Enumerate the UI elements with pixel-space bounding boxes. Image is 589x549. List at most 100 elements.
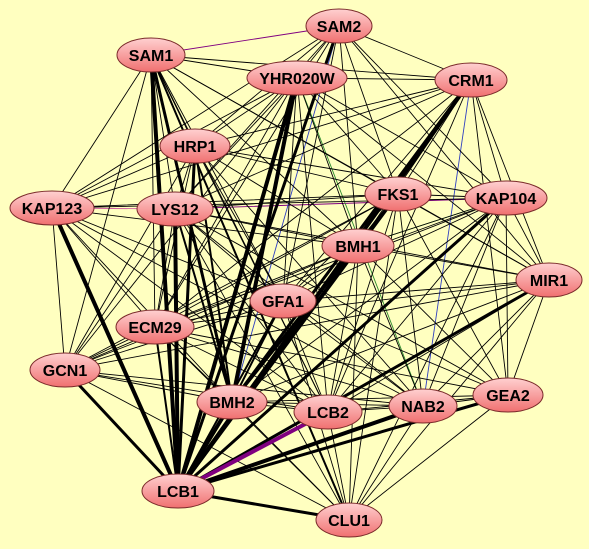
- node-fks1[interactable]: FKS1: [364, 176, 432, 212]
- node-shape: [116, 37, 186, 73]
- node-shape: [305, 8, 373, 44]
- edge-mir1-bmh2: [231, 279, 550, 403]
- edge-crm1-lcb2: [327, 79, 472, 413]
- edge-kap104-bmh2: [231, 197, 507, 403]
- edge-mir1-lcb1: [176, 278, 551, 493]
- node-mir1[interactable]: MIR1: [515, 262, 583, 298]
- node-sam2[interactable]: SAM2: [305, 8, 373, 44]
- edge-mir1-nab2: [422, 279, 550, 407]
- edge-lys12-gcn1: [64, 208, 176, 371]
- edge-kap123-bmh1: [51, 207, 359, 247]
- node-label: LYS12: [151, 202, 199, 219]
- node-crm1[interactable]: CRM1: [434, 62, 508, 98]
- node-shape: [315, 502, 383, 538]
- node-label: BMH1: [335, 239, 380, 256]
- node-shape: [9, 190, 95, 226]
- edge-kap123-nab2: [51, 207, 424, 407]
- edge-kap104-nab2: [422, 197, 507, 407]
- edge-yhr020w-gfa1: [282, 77, 298, 302]
- node-shape: [464, 180, 548, 216]
- edge-sam1-lcb1: [149, 53, 180, 493]
- node-label: BMH2: [209, 395, 254, 412]
- edge-sam1-bmh1: [150, 54, 359, 247]
- edge-sam2-lcb1: [176, 24, 341, 493]
- edge-sam1-kap123: [51, 54, 152, 209]
- edge-bmh1-clu1: [348, 245, 359, 521]
- edge-kap123-bmh2: [51, 207, 233, 403]
- node-gcn1[interactable]: GCN1: [29, 352, 101, 388]
- node-label: GCN1: [43, 363, 88, 380]
- edge-kap123-ecm29: [51, 207, 156, 328]
- node-label: SAM1: [129, 48, 174, 65]
- node-label: LCB2: [307, 405, 349, 422]
- edge-fks1-nab2: [397, 193, 424, 407]
- node-label: GFA1: [262, 294, 304, 311]
- node-gfa1[interactable]: GFA1: [249, 283, 317, 319]
- edge-kap104-clu1: [348, 197, 507, 521]
- node-shape: [364, 176, 432, 212]
- node-shape: [29, 352, 101, 388]
- edge-ecm29-lcb2: [154, 326, 329, 413]
- node-lcb2[interactable]: LCB2: [293, 394, 363, 430]
- edge-gfa1-lcb2: [282, 300, 329, 413]
- node-label: ECM29: [128, 320, 181, 337]
- edge-hrp1-bmh2: [194, 145, 233, 403]
- node-shape: [141, 473, 215, 509]
- edge-crm1-kap104: [470, 79, 507, 199]
- node-label: NAB2: [401, 399, 445, 416]
- node-label: MIR1: [530, 273, 568, 290]
- edge-crm1-ecm29: [154, 79, 472, 328]
- node-shape: [159, 128, 231, 164]
- node-label: LCB1: [157, 484, 199, 501]
- node-yhr020w[interactable]: YHR020W: [246, 60, 348, 96]
- node-shape: [136, 191, 214, 227]
- node-ecm29[interactable]: ECM29: [115, 309, 195, 345]
- edge-kap104-ecm29: [154, 197, 507, 328]
- edge-bmh1-gea2: [357, 245, 509, 396]
- node-shape: [515, 262, 583, 298]
- node-label: SAM2: [317, 19, 362, 36]
- node-shape: [434, 62, 508, 98]
- edge-yhr020w-bmh2: [230, 76, 299, 404]
- edge-sam2-mir1: [338, 25, 550, 281]
- node-hrp1[interactable]: HRP1: [159, 128, 231, 164]
- node-shape: [249, 283, 317, 319]
- edge-lys12-lcb1: [173, 207, 180, 493]
- edge-crm1-kap123: [51, 79, 472, 209]
- edge-crm1-gea2: [470, 79, 509, 396]
- node-lys12[interactable]: LYS12: [136, 191, 214, 227]
- edge-kap123-fks1: [51, 193, 399, 209]
- edge-yhr020w-kap104: [296, 77, 507, 199]
- edge-bmh2-clu1: [231, 401, 350, 521]
- edge-lys12-bmh2: [174, 208, 233, 403]
- edge-kap104-lcb1: [176, 196, 508, 493]
- edge-gea2-clu1: [348, 394, 509, 521]
- node-shape: [196, 384, 268, 420]
- edge-lcb1-lcb2: [176, 410, 330, 493]
- edge-mir1-gfa1: [282, 279, 550, 302]
- node-label: HRP1: [174, 139, 217, 156]
- node-label: KAP123: [22, 201, 83, 218]
- node-bmh1[interactable]: BMH1: [321, 228, 395, 264]
- edge-fks1-gcn1: [64, 193, 399, 371]
- node-kap104[interactable]: KAP104: [464, 180, 548, 216]
- edge-yhr020w-bmh1: [296, 77, 359, 247]
- node-shape: [246, 60, 348, 96]
- edge-yhr020w-lcb1: [176, 76, 299, 493]
- edge-hrp1-fks1: [194, 145, 399, 195]
- node-kap123[interactable]: KAP123: [9, 190, 95, 226]
- node-lcb1[interactable]: LCB1: [141, 473, 215, 509]
- node-sam1[interactable]: SAM1: [116, 37, 186, 73]
- edge-lcb2-clu1: [327, 411, 350, 521]
- node-bmh2[interactable]: BMH2: [196, 384, 268, 420]
- node-gea2[interactable]: GEA2: [472, 377, 544, 413]
- edge-hrp1-gfa1: [194, 145, 284, 302]
- edge-nab2-lcb1: [176, 404, 425, 493]
- node-label: GEA2: [486, 388, 530, 405]
- edge-bmh1-lcb2: [327, 245, 359, 413]
- node-label: FKS1: [378, 187, 419, 204]
- node-nab2[interactable]: NAB2: [388, 388, 458, 424]
- edge-hrp1-nab2: [194, 145, 424, 407]
- node-shape: [321, 228, 395, 264]
- node-clu1[interactable]: CLU1: [315, 502, 383, 538]
